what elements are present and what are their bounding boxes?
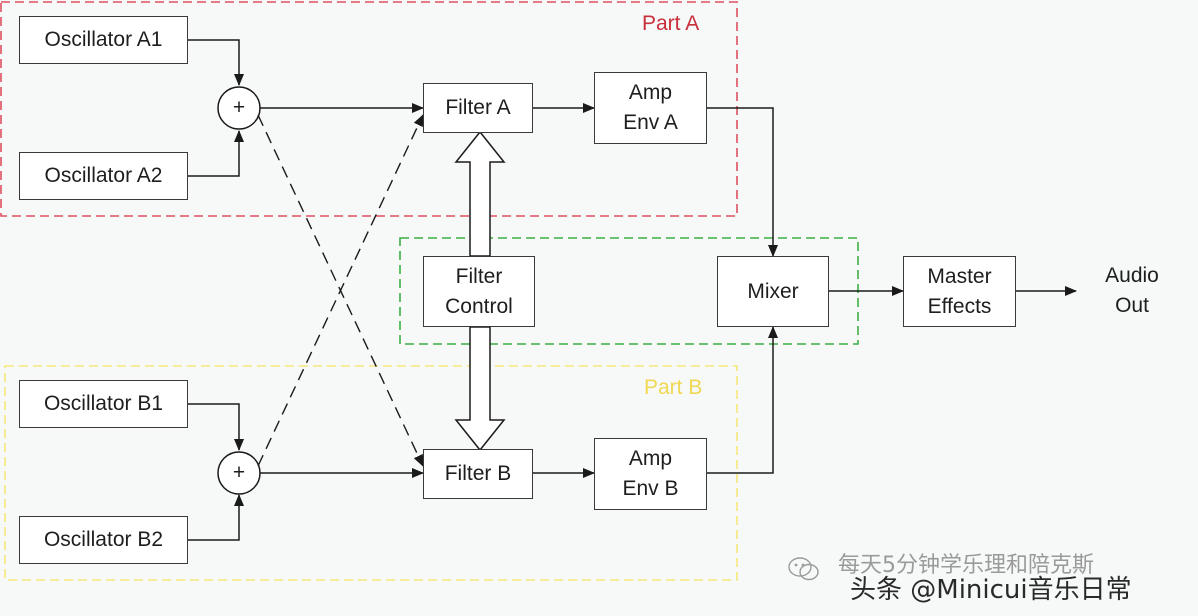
filter-b-block: Filter B: [423, 449, 533, 499]
oscillator-a1-block: Oscillator A1: [19, 16, 188, 64]
oscillator-a2-block: Oscillator A2: [19, 152, 188, 200]
connector-osc-b2-to-sum-b: [188, 494, 244, 541]
sum-symbol-a: +: [232, 96, 246, 119]
filter-a-label: Filter A: [445, 96, 511, 119]
amp-env-b-label-line2: Env B: [622, 477, 679, 500]
amp-env-a-label-line2: Env A: [623, 111, 678, 134]
oscillator-b1-block: Oscillator B1: [19, 380, 188, 428]
connector-osc-a2-to-sum-a: [188, 130, 244, 177]
wechat-icon: [788, 557, 819, 581]
audio-out-line1: Audio: [1105, 264, 1159, 287]
amp-env-b-label-line1: Amp: [628, 447, 673, 470]
connector-osc-a1-to-sum-a: [188, 39, 244, 86]
mixer-label: Mixer: [747, 279, 799, 303]
master-effects-label-line1: Master: [927, 264, 992, 288]
amp-env-a-block: Amp Env A: [594, 72, 707, 144]
filter-control-arrow-to-filter-b: [454, 326, 506, 452]
filter-control-label-line1: Filter: [455, 264, 503, 288]
oscillator-b2-label: Oscillator B2: [43, 528, 164, 551]
watermark-line2: 头条 @Minicui音乐日常: [850, 575, 1132, 605]
part-a-label: Part A: [642, 12, 700, 35]
audio-out-line2: Out: [1115, 294, 1149, 317]
connector-amp-b-to-mixer: [707, 326, 778, 474]
part-b-label: Part B: [644, 376, 703, 399]
watermark-line1: 每天5分钟学乐理和陪克斯: [838, 553, 1094, 578]
filter-control-arrow-to-filter-a: [454, 130, 506, 257]
master-effects-block: Master Effects: [903, 256, 1016, 327]
oscillator-a2-label: Oscillator A2: [44, 164, 163, 187]
oscillator-b1-label: Oscillator B1: [43, 392, 164, 415]
amp-env-a-label-line1: Amp: [628, 81, 673, 104]
master-effects-label-line2: Effects: [927, 294, 992, 318]
filter-control-label-line2: Control: [445, 294, 513, 318]
part-b-region: [4, 365, 738, 581]
mixer-block: Mixer: [717, 256, 829, 327]
cross-route-b-to-filter-a: [257, 114, 424, 467]
connector-amp-a-to-mixer: [707, 107, 778, 257]
connector-osc-b1-to-sum-b: [188, 403, 244, 451]
part-a-region: [0, 1, 738, 217]
filter-control-block: Filter Control: [423, 256, 535, 327]
oscillator-b2-block: Oscillator B2: [19, 516, 188, 564]
filter-a-block: Filter A: [423, 83, 533, 133]
sum-symbol-b: +: [232, 461, 246, 484]
audio-out-label: Audio Out: [1086, 261, 1178, 321]
amp-env-b-block: Amp Env B: [594, 438, 707, 510]
oscillator-a1-label: Oscillator A1: [44, 28, 163, 51]
filter-b-label: Filter B: [444, 462, 512, 485]
